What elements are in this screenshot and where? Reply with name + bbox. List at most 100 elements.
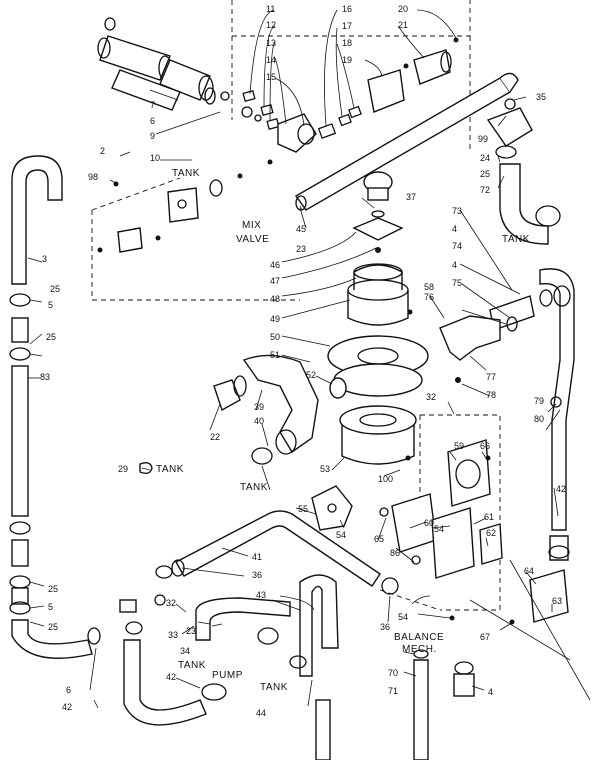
label-72: 72 <box>480 185 490 195</box>
label-98: 98 <box>88 172 98 182</box>
label-60: 60 <box>424 518 434 528</box>
label-5: 5 <box>48 300 53 310</box>
label-pump: PUMP <box>212 670 243 681</box>
label-33: 33 <box>168 630 178 640</box>
label-70: 70 <box>388 668 398 678</box>
label-29: 29 <box>118 464 128 474</box>
label-50: 50 <box>270 332 280 342</box>
label-61: 61 <box>484 512 494 522</box>
label-54: 54 <box>434 524 444 534</box>
label-2: 2 <box>100 146 105 156</box>
label-25: 25 <box>46 332 56 342</box>
label-48: 48 <box>270 294 280 304</box>
label-42: 42 <box>166 672 176 682</box>
label-80: 80 <box>534 414 544 424</box>
label-47: 47 <box>270 276 280 286</box>
label-75: 75 <box>452 278 462 288</box>
label-36: 36 <box>252 570 262 580</box>
word-labels: TANK TANK TANK TANK TANK TANK MIX VALVE … <box>156 168 530 693</box>
label-63: 63 <box>552 596 562 606</box>
label-67: 67 <box>480 632 490 642</box>
label-3: 3 <box>42 254 47 264</box>
label-mix: MIX <box>242 220 261 231</box>
label-34: 34 <box>180 646 190 656</box>
label-7: 7 <box>150 100 155 110</box>
label-59: 59 <box>454 441 464 451</box>
label-5: 5 <box>48 602 53 612</box>
label-25: 25 <box>48 622 58 632</box>
label-11: 11 <box>266 4 275 14</box>
label-4: 4 <box>452 260 457 270</box>
label-32: 32 <box>166 598 176 608</box>
label-43: 43 <box>256 590 266 600</box>
label-58: 58 <box>424 282 434 292</box>
label-36: 36 <box>380 622 390 632</box>
label-76: 76 <box>424 292 434 302</box>
label-40: 40 <box>254 416 264 426</box>
label-12: 12 <box>266 20 276 30</box>
fittings-center <box>237 37 459 179</box>
label-20: 20 <box>398 4 408 14</box>
label-54: 54 <box>398 612 408 622</box>
label-83: 83 <box>40 372 50 382</box>
label-balance: BALANCE <box>394 632 444 643</box>
label-41: 41 <box>252 552 262 562</box>
label-32: 32 <box>426 392 436 402</box>
label-25: 25 <box>50 284 60 294</box>
label-100: 100 <box>378 474 393 484</box>
mix-valve-stack <box>327 171 429 465</box>
label-74: 74 <box>452 241 462 251</box>
label-35: 35 <box>536 92 546 102</box>
label-78: 78 <box>486 390 496 400</box>
label-tank: TANK <box>240 482 268 493</box>
label-62: 62 <box>486 528 496 538</box>
label-37: 37 <box>406 192 416 202</box>
label-73: 73 <box>452 206 462 216</box>
label-42: 42 <box>62 702 72 712</box>
label-77: 77 <box>486 372 496 382</box>
label-45: 45 <box>296 224 306 234</box>
label-tank: TANK <box>178 660 206 671</box>
label-39: 39 <box>254 402 264 412</box>
label-52: 52 <box>306 370 316 380</box>
balance-mechanism <box>311 439 591 760</box>
label-9: 9 <box>150 131 155 141</box>
label-tank: TANK <box>172 168 200 179</box>
callout-labels: 2 3 4 4 4 5 5 6 6 7 9 10 11 12 13 14 15 … <box>40 4 566 718</box>
label-23: 23 <box>186 626 196 636</box>
label-4: 4 <box>488 687 493 697</box>
label-24: 24 <box>480 153 490 163</box>
label-16: 16 <box>342 4 352 14</box>
left-hoses <box>9 155 153 659</box>
label-15: 15 <box>266 72 276 82</box>
label-13: 13 <box>266 38 276 48</box>
label-42: 42 <box>556 484 566 494</box>
elbow-hose-39 <box>213 354 319 465</box>
leader-lines <box>27 9 561 709</box>
bracket-98 <box>97 179 223 253</box>
label-99: 99 <box>478 134 488 144</box>
label-19: 19 <box>342 55 352 65</box>
label-65: 65 <box>374 534 384 544</box>
label-valve: VALVE <box>236 234 269 245</box>
label-25: 25 <box>48 584 58 594</box>
heat-exchanger-cylinders <box>97 17 262 122</box>
lower-hose-41 <box>119 510 399 760</box>
label-6: 6 <box>150 116 155 126</box>
label-22: 22 <box>210 432 220 442</box>
label-25: 25 <box>480 169 490 179</box>
label-23: 23 <box>296 244 306 254</box>
label-71: 71 <box>388 686 398 696</box>
label-54: 54 <box>336 530 346 540</box>
label-86: 86 <box>390 548 400 558</box>
label-tank: TANK <box>502 234 530 245</box>
label-mech: MECH. <box>402 644 437 655</box>
right-top-hoses <box>439 98 575 531</box>
label-49: 49 <box>270 314 280 324</box>
label-6: 6 <box>66 685 71 695</box>
label-66: 66 <box>480 441 490 451</box>
label-17: 17 <box>342 21 352 31</box>
label-55: 55 <box>298 504 308 514</box>
assembly-boundaries <box>91 0 501 611</box>
